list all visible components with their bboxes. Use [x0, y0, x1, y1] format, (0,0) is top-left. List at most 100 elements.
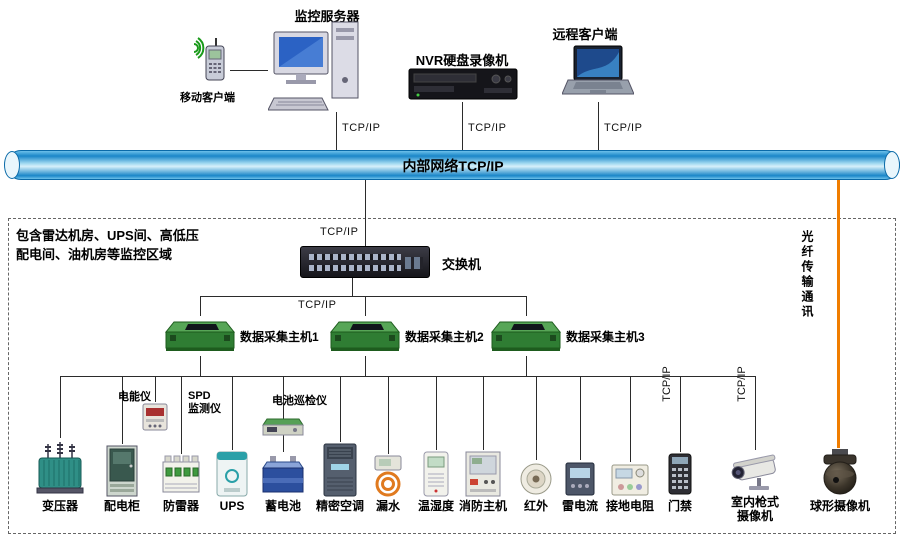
- fire-alarm-host-icon: [464, 450, 502, 498]
- lightning-current-label: 雷电流: [561, 499, 598, 513]
- tcpip-label-camera: TCP/IP: [736, 366, 748, 402]
- link-remote-backbone: [598, 102, 599, 150]
- drop-spd: [181, 376, 182, 454]
- mobile-label: 移动客户端: [180, 92, 235, 104]
- drop-ac: [340, 376, 341, 442]
- temp-humidity-icon: [421, 450, 451, 498]
- server-label: 监控服务器: [294, 9, 360, 24]
- link-server-backbone: [336, 112, 337, 150]
- drop-ground: [630, 376, 631, 462]
- data-host2-icon: [329, 316, 401, 356]
- battery-label: 蓄电池: [264, 499, 301, 513]
- pipe-right-cap: [884, 151, 900, 179]
- transformer-label: 变压器: [41, 499, 78, 513]
- switch-label: 交换机: [442, 257, 482, 272]
- ups-label: UPS: [219, 499, 245, 513]
- water-leak-icon: [370, 454, 406, 498]
- zone-description-line1: 包含雷达机房、UPS间、高低压: [16, 228, 199, 243]
- link-nvr-backbone: [462, 102, 463, 150]
- data-host1-label: 数据采集主机1: [240, 330, 319, 344]
- drop-power-meter: [155, 376, 156, 402]
- spd-monitor-label-line1: SPD: [188, 390, 211, 402]
- nvr-label: NVR硬盘录像机: [415, 53, 509, 68]
- link-mobile-server: [230, 70, 268, 71]
- ups-icon: [214, 450, 250, 498]
- fiber-transmission-label: 光纤传输通讯: [800, 230, 814, 320]
- monitoring-zone-border: [8, 218, 896, 534]
- infrared-sensor-icon: [519, 460, 553, 498]
- pipe-left-cap: [4, 151, 20, 179]
- switch-ports-row2: [309, 265, 401, 271]
- link-host1-bus: [200, 356, 201, 376]
- mobile-client-icon: [186, 36, 230, 88]
- tcpip-label-remote: TCP/IP: [604, 122, 643, 134]
- drop-fire: [483, 376, 484, 450]
- zone-description: 包含雷达机房、UPS间、高低压 配电间、油机房等监控区域: [16, 226, 199, 264]
- access-control-label: 门禁: [667, 499, 692, 513]
- remote-client-label: 远程客户端: [552, 27, 618, 42]
- monitoring-server-icon: [268, 20, 368, 112]
- battery-inspector-icon: [261, 416, 305, 440]
- water-leak-label: 漏水: [375, 499, 400, 513]
- transformer-icon: [34, 438, 86, 496]
- link-host3-bus: [526, 356, 527, 376]
- surge-protector-icon: [161, 454, 201, 496]
- tcpip-label-nvr: TCP/IP: [468, 122, 507, 134]
- tcpip-label-switch: TCP/IP: [320, 226, 359, 238]
- infrared-sensor-label: 红外: [523, 499, 548, 513]
- power-meter-icon: [141, 402, 169, 432]
- link-backbone-switch: [365, 180, 366, 246]
- dome-camera-icon: [812, 448, 868, 496]
- link-split-host3: [526, 296, 527, 316]
- data-host1-icon: [164, 316, 236, 356]
- link-host2-bus: [365, 356, 366, 376]
- spd-monitor-label: SPD 监测仪: [188, 390, 221, 416]
- data-host3-label: 数据采集主机3: [566, 330, 645, 344]
- bullet-camera-icon: [727, 450, 783, 494]
- drop-transformer: [60, 376, 61, 438]
- switch-ports-row1: [309, 254, 401, 260]
- lightning-current-icon: [563, 460, 597, 498]
- drop-ups: [232, 376, 233, 450]
- precision-ac-label: 精密空调: [315, 499, 364, 513]
- bullet-camera-label: 室内枪式摄像机: [730, 495, 779, 523]
- distribution-cabinet-icon: [105, 444, 139, 498]
- surge-protector-label: 防雷器: [162, 499, 199, 513]
- power-meter-label: 电能仪: [118, 391, 151, 403]
- data-host2-label: 数据采集主机2: [405, 330, 484, 344]
- link-split-host2: [365, 296, 366, 316]
- ground-resistance-icon: [610, 462, 650, 498]
- fire-alarm-host-label: 消防主机: [458, 499, 507, 513]
- access-control-icon: [667, 452, 693, 496]
- temp-humidity-label: 温湿度: [417, 499, 454, 513]
- battery-icon: [261, 452, 305, 496]
- drop-cabinet: [122, 376, 123, 444]
- device-bus: [60, 376, 755, 377]
- link-switch-split: [352, 278, 353, 296]
- nvr-recorder-icon: [408, 66, 518, 102]
- backbone-label: 内部网络TCP/IP: [402, 158, 504, 174]
- zone-description-line2: 配电间、油机房等监控区域: [16, 247, 173, 262]
- distribution-cabinet-label: 配电柜: [103, 499, 140, 513]
- backbone-pipe: [6, 150, 900, 180]
- tcpip-label-server: TCP/IP: [342, 122, 381, 134]
- tcpip-label-access: TCP/IP: [661, 366, 673, 402]
- drop-lightning: [580, 376, 581, 460]
- precision-ac-icon: [321, 442, 359, 498]
- switch-icon: [300, 246, 430, 278]
- drop-battery: [283, 376, 284, 452]
- drop-temp: [436, 376, 437, 450]
- drop-bullet-camera: [755, 376, 756, 450]
- drop-leak: [388, 376, 389, 454]
- split-bus: [200, 296, 526, 297]
- link-split-host1: [200, 296, 201, 316]
- tcpip-label-hosts: TCP/IP: [298, 299, 337, 311]
- battery-inspector-label: 电池巡检仪: [272, 395, 327, 407]
- laptop-icon: [562, 44, 634, 102]
- drop-access: [680, 376, 681, 452]
- drop-infrared: [536, 376, 537, 460]
- dome-camera-label: 球形摄像机: [809, 499, 870, 513]
- spd-monitor-label-line2: 监测仪: [188, 403, 221, 415]
- data-host3-icon: [490, 316, 562, 356]
